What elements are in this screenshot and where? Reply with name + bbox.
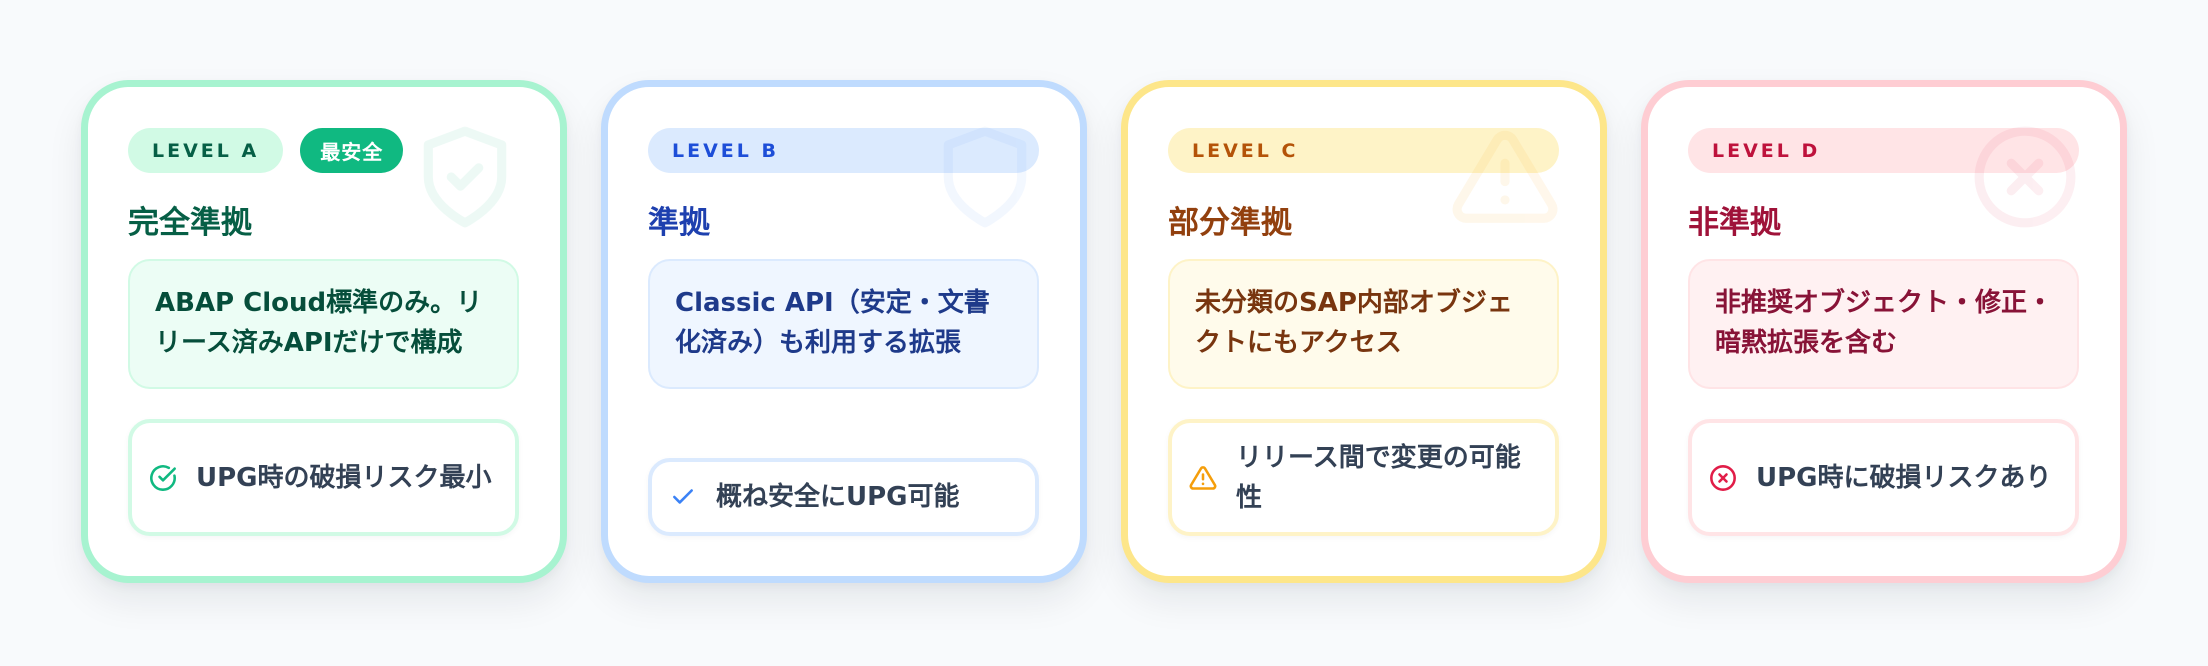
level-card-d: LEVEL D 非準拠 非推奨オブジェクト・修正・暗黙拡張を含む UPG時に破損…: [1641, 80, 2127, 583]
badge-row: LEVEL C: [1168, 128, 1559, 173]
check-icon: [668, 482, 698, 512]
card-title: 準拠: [648, 205, 710, 241]
level-badge: LEVEL A: [128, 128, 284, 173]
level-badge: LEVEL C: [1168, 128, 1559, 173]
badge-row: LEVEL A 最安全: [128, 128, 519, 173]
badge-row: LEVEL B: [648, 128, 1039, 173]
circle-check-icon: [148, 463, 178, 493]
card-description: ABAP Cloud標準のみ。リリース済みAPIだけで構成: [128, 259, 519, 389]
feature-text: UPG時の破損リスク最小: [196, 462, 492, 493]
feature-text: UPG時に破損リスクあり: [1756, 462, 2052, 493]
level-badge: LEVEL D: [1688, 128, 2079, 173]
level-card-c: LEVEL C 部分準拠 未分類のSAP内部オブジェクトにもアクセス リリース間…: [1121, 80, 1607, 583]
badge-row: LEVEL D: [1688, 128, 2079, 173]
safest-badge: 最安全: [300, 128, 404, 173]
warning-triangle-icon: [1188, 463, 1218, 493]
circle-x-icon: [1708, 463, 1738, 493]
feature-row: 概ね安全にUPG可能: [648, 458, 1039, 536]
feature-text: リリース間で変更の可能性: [1236, 442, 1521, 513]
card-description: 非推奨オブジェクト・修正・暗黙拡張を含む: [1688, 259, 2079, 389]
level-badge: LEVEL B: [648, 128, 1039, 173]
card-description: 未分類のSAP内部オブジェクトにもアクセス: [1168, 259, 1559, 389]
level-card-a: LEVEL A 最安全 完全準拠 ABAP Cloud標準のみ。リリース済みAP…: [81, 80, 567, 583]
card-title: 完全準拠: [128, 205, 252, 241]
card-description: Classic API（安定・文書化済み）も利用する拡張: [648, 259, 1039, 389]
card-title: 部分準拠: [1168, 205, 1292, 241]
feature-row: リリース間で変更の可能性: [1168, 419, 1559, 536]
feature-row: UPG時の破損リスク最小: [128, 419, 519, 536]
feature-text: 概ね安全にUPG可能: [716, 482, 960, 512]
feature-row: UPG時に破損リスクあり: [1688, 419, 2079, 536]
card-title: 非準拠: [1688, 205, 1781, 241]
level-card-b: LEVEL B 準拠 Classic API（安定・文書化済み）も利用する拡張 …: [601, 80, 1087, 583]
